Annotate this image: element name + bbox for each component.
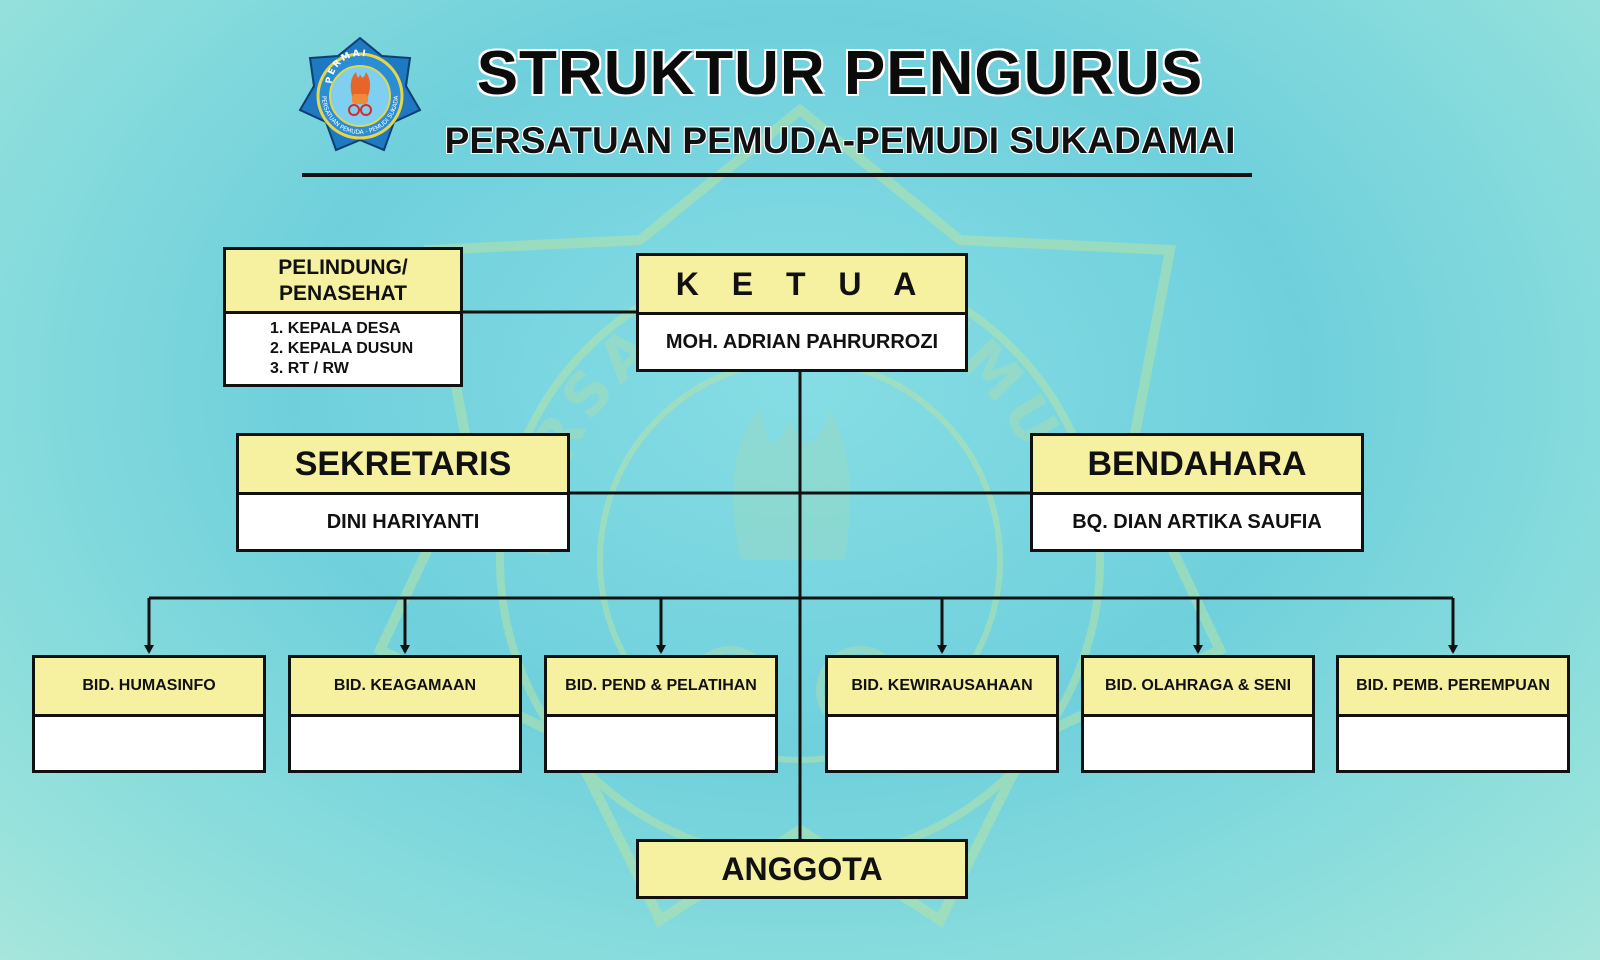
- pelindung-members: 1. KEPALA DESA 2. KEPALA DUSUN 3. RT / R…: [226, 314, 460, 384]
- bidang-title: BID. PEND & PELATIHAN: [547, 658, 775, 717]
- bidang-name: [828, 717, 1056, 770]
- bidang-title: BID. KEAGAMAAN: [291, 658, 519, 717]
- page-title: STRUKTUR PENGURUS: [476, 39, 1204, 108]
- page-subtitle: PERSATUAN PEMUDA-PEMUDI SUKADAMAI: [444, 120, 1236, 161]
- ketua-title: K E T U A: [639, 256, 965, 315]
- sekretaris-box: SEKRETARIS DINI HARIYANTI: [236, 433, 570, 552]
- pelindung-title: PELINDUNG/ PENASEHAT: [226, 250, 460, 314]
- bidang-box-kewirausahaan: BID. KEWIRAUSAHAAN: [825, 655, 1059, 773]
- bidang-title: BID. KEWIRAUSAHAAN: [828, 658, 1056, 717]
- bendahara-name: BQ. DIAN ARTIKA SAUFIA: [1033, 495, 1361, 549]
- bendahara-box: BENDAHARA BQ. DIAN ARTIKA SAUFIA: [1030, 433, 1364, 552]
- bidang-name: [1084, 717, 1312, 770]
- bidang-name: [547, 717, 775, 770]
- bidang-name: [1339, 717, 1567, 770]
- bidang-title: BID. PEMB. PEREMPUAN: [1339, 658, 1567, 717]
- anggota-box: ANGGOTA: [636, 839, 968, 899]
- bidang-box-humasinfo: BID. HUMASINFO: [32, 655, 266, 773]
- bidang-box-pend-pelatihan: BID. PEND & PELATIHAN: [544, 655, 778, 773]
- bidang-box-pemb-perempuan: BID. PEMB. PEREMPUAN: [1336, 655, 1570, 773]
- logo-torch-flame: [350, 72, 371, 96]
- ketua-box: K E T U A MOH. ADRIAN PAHRURROZI: [636, 253, 968, 372]
- title-underline: [302, 173, 1252, 177]
- pelindung-member-3: 3. RT / RW: [270, 360, 349, 377]
- pelindung-box: PELINDUNG/ PENASEHAT 1. KEPALA DESA 2. K…: [223, 247, 463, 387]
- sekretaris-name: DINI HARIYANTI: [239, 495, 567, 549]
- bendahara-title: BENDAHARA: [1033, 436, 1361, 495]
- bidang-name: [291, 717, 519, 770]
- anggota-title: ANGGOTA: [639, 842, 965, 896]
- bidang-name: [35, 717, 263, 770]
- pelindung-member-2: 2. KEPALA DUSUN: [270, 340, 414, 357]
- ketua-name: MOH. ADRIAN PAHRURROZI: [639, 315, 965, 369]
- permai-logo: PERMAI PERSATUAN PEMUDA - PEMUDI SUKADAM…: [296, 34, 422, 152]
- pelindung-member-1: 1. KEPALA DESA: [270, 320, 401, 337]
- sekretaris-title: SEKRETARIS: [239, 436, 567, 495]
- bidang-title: BID. HUMASINFO: [35, 658, 263, 717]
- bidang-box-keagamaan: BID. KEAGAMAAN: [288, 655, 522, 773]
- bidang-box-olahraga-seni: BID. OLAHRAGA & SENI: [1081, 655, 1315, 773]
- bidang-title: BID. OLAHRAGA & SENI: [1084, 658, 1312, 717]
